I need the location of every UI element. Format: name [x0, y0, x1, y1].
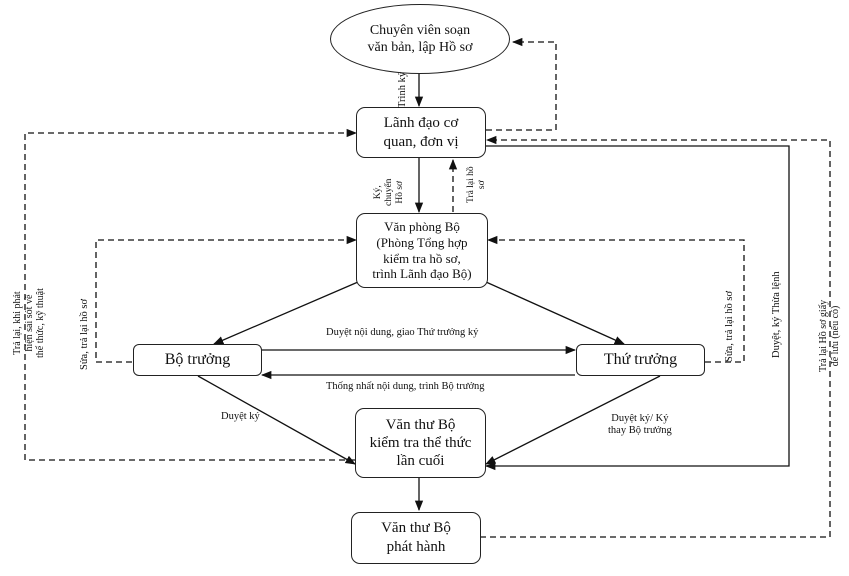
label-fix-return-right: Sửa, trả lại hồ sơ	[724, 290, 735, 362]
label-deputy-approve-line-2: thay Bộ trưởng	[608, 425, 672, 437]
label-submit-sign: Trình ký	[397, 71, 408, 108]
node-ministry-office-line-3: kiểm tra hồ sơ,	[383, 250, 461, 266]
node-unit-leader-line-2: quan, đơn vị	[383, 133, 459, 150]
node-deputy-minister: Thứ trưởng	[576, 344, 705, 376]
label-return-errors-line-3: thể thức, kỹ thuật	[35, 288, 46, 358]
node-unit-leader: Lãnh đạo cơ quan, đơn vị	[356, 107, 486, 158]
edge-deputy-return-office	[486, 235, 745, 363]
node-ministry-office-line-4: trình Lãnh đạo Bộ)	[372, 266, 472, 282]
edge-final-check-return-leader	[24, 128, 358, 461]
node-drafter: Chuyên viên soạn văn bản, lập Hồ sơ	[330, 4, 510, 74]
label-return-errors: Trả lại, khi phát hiện sai sót về thể th…	[12, 288, 47, 358]
node-final-check: Văn thư Bộ kiểm tra thể thức lần cuối	[355, 408, 486, 478]
label-return-paper-file: Trả lại Hồ sơ giấy để lưu (nếu có)	[818, 300, 841, 372]
label-return-errors-line-1: Trả lại, khi phát	[12, 291, 23, 355]
label-return-errors-line-2: hiện sai sót về	[23, 294, 35, 352]
label-return-file-line-2: sơ	[476, 180, 487, 190]
label-return-paper-file-line-2: để lưu (nếu có)	[829, 305, 841, 367]
node-final-check-line-2: kiểm tra thể thức	[369, 435, 472, 451]
label-agree-content: Thống nhất nội dung, trình Bộ trưởng	[326, 381, 485, 392]
label-approve-content: Duyệt nội dung, giao Thứ trưởng ký	[326, 327, 479, 338]
node-issuing-line-2: phát hành	[386, 539, 446, 555]
edge-office-to-deputy	[485, 281, 625, 345]
node-minister-label: Bộ trưởng	[164, 351, 231, 368]
label-sign-forward-line-1: Ký,	[373, 185, 383, 200]
label-deputy-approve-line-1: Duyệt ký/ Ký	[611, 413, 669, 424]
label-return-paper-file-line-1: Trả lại Hồ sơ giấy	[818, 299, 829, 372]
label-approve-sign-order: Duyệt, ký Thừa lệnh	[771, 271, 782, 358]
label-sign-forward-line-3: Hồ sơ	[394, 180, 405, 204]
edge-issuing-return-leader	[480, 135, 831, 538]
node-deputy-minister-label: Thứ trưởng	[603, 351, 678, 368]
node-ministry-office: Văn phòng Bộ (Phòng Tổng hợp kiểm tra hồ…	[356, 213, 488, 288]
edge-office-to-minister	[213, 281, 359, 345]
edge-leader-to-final-check	[484, 145, 790, 471]
label-minister-approve: Duyệt ký	[221, 411, 260, 422]
node-final-check-line-3: lần cuối	[396, 453, 445, 469]
node-drafter-line-2: văn bản, lập Hồ sơ	[367, 40, 473, 55]
edge-leader-return-drafter	[486, 37, 557, 131]
node-unit-leader-line-1: Lãnh đạo cơ	[383, 114, 459, 131]
label-sign-forward-line-2: chuyển	[383, 178, 394, 206]
node-issuing-line-1: Văn thư Bộ	[381, 520, 451, 537]
node-ministry-office-line-1: Văn phòng Bộ	[384, 219, 460, 235]
label-fix-return-left: Sửa, trả lại hồ sơ	[79, 298, 90, 370]
label-deputy-approve: Duyệt ký/ Ký thay Bộ trưởng	[608, 413, 672, 437]
node-minister: Bộ trưởng	[133, 344, 262, 376]
edge-deputy-to-final-check	[485, 375, 661, 465]
label-sign-forward: Ký, chuyển Hồ sơ	[373, 179, 406, 206]
label-return-file-vertical: Trả lại hồ sơ	[466, 166, 488, 203]
node-issuing: Văn thư Bộ phát hành	[351, 512, 481, 564]
node-final-check-line-1: Văn thư Bộ	[385, 417, 456, 433]
label-return-file-line-1: Trả lại hồ	[466, 166, 476, 203]
node-ministry-office-line-2: (Phòng Tổng hợp	[376, 234, 468, 250]
edge-minister-to-final-check	[197, 375, 356, 465]
node-drafter-line-1: Chuyên viên soạn	[369, 22, 471, 38]
